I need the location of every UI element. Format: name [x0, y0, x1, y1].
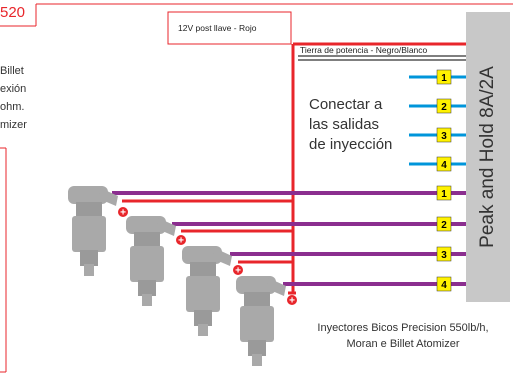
signal-number-box-4: 4 [436, 156, 452, 172]
plus-marker-1: + [118, 207, 128, 219]
svg-text:3: 3 [441, 131, 447, 142]
injector-2-icon [126, 216, 176, 306]
module-label-text: Peak and Hold 8A/2A [477, 66, 498, 248]
ground-wire-label: Tierra de potencia - Negro/Blanco [300, 45, 428, 55]
power-label-box [167, 11, 292, 45]
left-text-line-2: exión [0, 83, 27, 95]
injector-3-icon [182, 246, 232, 336]
injector-number-box-4: 4 [436, 276, 452, 292]
signal-number-box-2: 2 [436, 98, 452, 114]
power-wire-label: 12V post llave - Rojo [178, 23, 257, 33]
plus-marker-2: + [176, 235, 186, 247]
svg-text:1: 1 [441, 73, 447, 84]
connect-text-line-2: las salidas [309, 116, 380, 133]
signal-number-box-1: 1 [436, 69, 452, 85]
svg-text:3: 3 [441, 250, 447, 261]
caption-line-1: Inyectores Bicos Precision 550lb/h, [317, 322, 489, 334]
svg-text:2: 2 [441, 220, 447, 231]
svg-text:2: 2 [441, 102, 447, 113]
connect-text-line-3: de inyección [309, 136, 393, 153]
svg-text:+: + [120, 208, 126, 219]
caption-line-2: Moran e Billet Atomizer [346, 338, 460, 350]
module-label: Peak and Hold 8A/2A [466, 12, 510, 302]
svg-text:+: + [289, 296, 295, 307]
svg-text:+: + [235, 266, 241, 277]
injector-4-icon [236, 276, 286, 366]
connect-text-line-1: Conectar a [309, 96, 383, 113]
left-text-line-3: ohm. [0, 101, 25, 113]
peak-hold-module [466, 12, 510, 302]
plus-marker-3: + [233, 265, 243, 277]
svg-text:+: + [178, 236, 184, 247]
svg-text:4: 4 [441, 280, 447, 291]
injector-number-box-2: 2 [436, 216, 452, 232]
plus-marker-4: + [287, 295, 297, 307]
left-text-line-1: Billet [0, 65, 24, 77]
injector-number-box-1: 1 [436, 185, 452, 201]
injector-1-icon [68, 186, 118, 276]
signal-number-box-3: 3 [436, 127, 452, 143]
injector-number-box-3: 3 [436, 246, 452, 262]
left-text-line-4: mizer [0, 119, 27, 131]
svg-text:4: 4 [441, 160, 447, 171]
svg-text:1: 1 [441, 189, 447, 200]
diagram-code: 520 [0, 4, 26, 21]
